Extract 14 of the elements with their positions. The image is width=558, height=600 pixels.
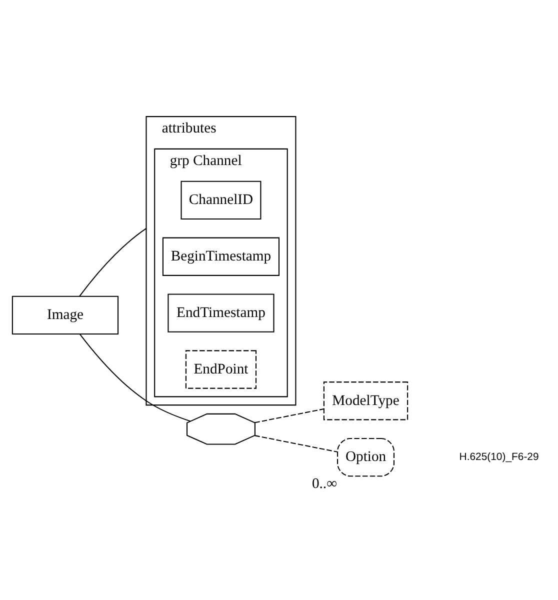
node-box: Image: [12, 296, 119, 334]
connector: [80, 334, 191, 422]
node-octagon: [186, 413, 256, 445]
node-box: EndPoint: [185, 350, 257, 389]
label: H.625(10)_F6-29: [459, 452, 539, 463]
connector: [254, 435, 338, 452]
connector: [79, 228, 147, 296]
node-label: 0..∞: [312, 476, 338, 492]
node-box: ModelType: [323, 382, 408, 420]
connector: [254, 408, 324, 424]
node-box: Option: [337, 438, 394, 477]
node-box: EndTimestamp: [168, 294, 274, 332]
node-box: ChannelID: [180, 180, 262, 220]
node-box: BeginTimestamp: [162, 237, 280, 276]
